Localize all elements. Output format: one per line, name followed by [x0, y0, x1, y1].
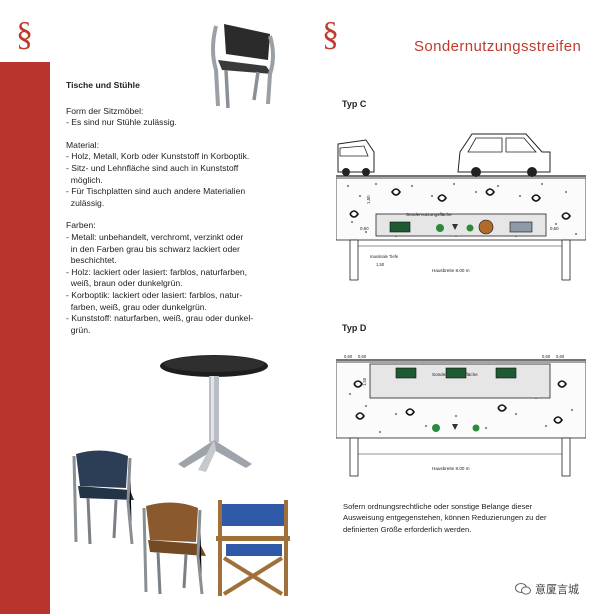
typ-c-label: Typ C — [342, 99, 367, 109]
dim-top-left-2: 0,60 — [358, 354, 367, 359]
text-line: - Holz, Metall, Korb oder Kunststoff in … — [66, 151, 250, 162]
text-line: in den Farben grau bis schwarz lackiert … — [66, 243, 240, 254]
zone-label-c: Sondernutzungsfläche — [406, 212, 452, 217]
text-group-form: Form der Sitzmöbel: - Es sind nur Stühle… — [66, 106, 291, 129]
chair-photo-top — [211, 24, 275, 109]
planter-icons-d — [395, 367, 517, 432]
furniture-rules-text: Tische und Stühle Form der Sitzmöbel: - … — [66, 80, 291, 347]
text-line: grün. — [66, 324, 91, 335]
wicker-chair-brown-photo — [142, 502, 206, 595]
car-right-icon — [457, 133, 551, 177]
section-symbol-left: § — [16, 16, 33, 53]
text-line: - Es sind nur Stühle zulässig. — [66, 117, 177, 128]
text-line: - Metall: unbehandelt, verchromt, verzin… — [66, 231, 244, 242]
text-line: - Korboptik: lackiert oder lasiert: farb… — [66, 289, 243, 300]
house-width-d: Hausbreite 8.00 m — [432, 466, 470, 471]
swirl-symbols-d — [353, 380, 567, 424]
text-line: Material: — [66, 139, 99, 150]
dim-vertical-c: 1,50 — [366, 195, 371, 204]
reduction-note: Sofern ordnungsrechtliche oder sonstige … — [343, 501, 583, 535]
wicker-chair-dark-photo — [72, 450, 134, 545]
typ-d-label: Typ D — [342, 323, 367, 333]
swirl-symbols — [349, 188, 571, 220]
max-depth-val: 1,50 — [376, 262, 385, 267]
heading-tische-stuehle: Tische und Stühle — [66, 80, 140, 90]
diagram-typ-d: Sondernutzungsfläche 0,60 0,60 0,60 0,60… — [336, 354, 586, 477]
text-line: - Für Tischplatten sind auch andere Mate… — [66, 186, 246, 197]
text-line: - Sitz- und Lehnfläche sind auch in Kuns… — [66, 162, 239, 173]
dim-top-right-2: 0,60 — [556, 354, 565, 359]
text-group-farben: Farben: - Metall: unbehandelt, verchromt… — [66, 220, 291, 336]
text-line: weiß, braun oder dunkelgrün. — [66, 278, 183, 289]
text-line: beschichtet. — [66, 255, 117, 266]
dim-right-c: 0,60 — [550, 226, 559, 231]
note-line: Ausweisung entgegenstehen, können Reduzi… — [343, 513, 547, 523]
text-line: Farben: — [66, 220, 96, 231]
text-line: Form der Sitzmöbel: — [66, 105, 144, 116]
red-side-band — [0, 62, 50, 614]
bistro-table-photo — [160, 355, 268, 472]
note-line: Sofern ordnungsrechtliche oder sonstige … — [343, 502, 533, 511]
page-title: Sondernutzungsstreifen — [414, 38, 582, 55]
dim-top-left-1: 0,60 — [344, 354, 353, 359]
car-left-icon — [337, 139, 375, 176]
wechat-icon — [515, 583, 531, 595]
text-line: möglich. — [66, 174, 103, 185]
dim-left-c: 0,60 — [360, 226, 369, 231]
text-line: zulässig. — [66, 197, 105, 208]
house-width-c: Hausbreite 8.00 m — [432, 268, 470, 273]
text-group-material: Material: - Holz, Metall, Korb oder Kuns… — [66, 140, 291, 210]
director-chair-photo — [216, 500, 290, 596]
note-line: definierten Größe erforderlich werden. — [343, 524, 472, 534]
text-line: farben, weiß, grau oder dunkelgrün. — [66, 301, 207, 312]
watermark-text: 意厦言城 — [535, 584, 579, 596]
max-depth-label: maximale Tiefe — [370, 254, 399, 259]
diagram-typ-c: Sondernutzungsfläche 1,50 0,60 0,60 maxi… — [336, 133, 586, 281]
text-line: - Kunststoff: naturfarben, weiß, grau od… — [66, 313, 254, 324]
text-line: - Holz: lackiert oder lasiert: farblos, … — [66, 266, 248, 277]
watermark: 意厦言城 — [515, 581, 579, 597]
planter-icons — [389, 219, 533, 235]
dim-side-d: 1,50 — [362, 377, 367, 386]
section-symbol-right: § — [322, 16, 339, 53]
dim-top-right-1: 0,60 — [542, 354, 551, 359]
